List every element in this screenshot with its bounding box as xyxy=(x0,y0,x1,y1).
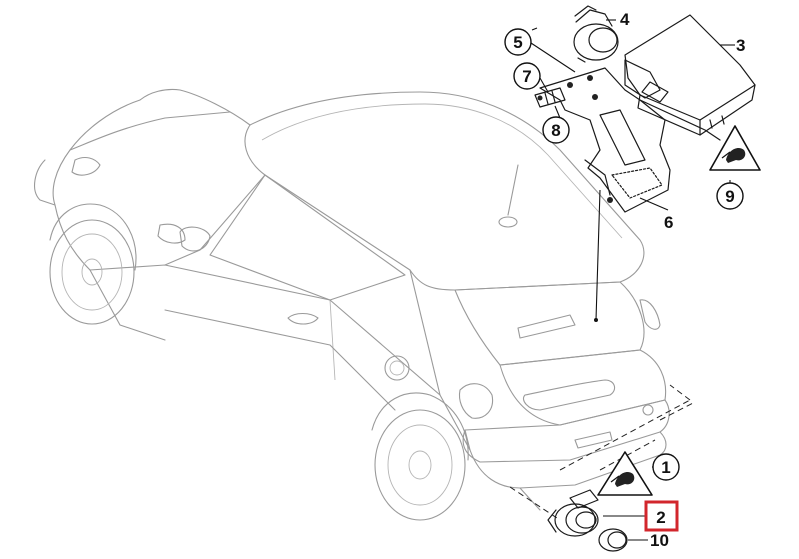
highlight-box xyxy=(644,500,679,532)
callout-4: 4 xyxy=(620,10,630,29)
callout-label-3: 3 xyxy=(736,36,745,55)
callout-label-2: 2 xyxy=(656,508,665,527)
car-body-outline xyxy=(34,88,670,521)
warning-label-triangle-1 xyxy=(597,451,653,496)
callout-label-1: 1 xyxy=(661,458,670,477)
callout-6: 6 xyxy=(664,213,673,232)
callout-label-10: 10 xyxy=(650,531,669,550)
leader-lines xyxy=(530,19,735,541)
callout-label-6: 6 xyxy=(664,213,673,232)
leader-dot xyxy=(594,318,598,322)
warning-label-triangle-9 xyxy=(709,125,761,171)
callout-8: 8 xyxy=(542,116,570,144)
callout-5: 5 xyxy=(504,28,532,56)
callout-10: 10 xyxy=(650,531,669,550)
callout-7: 7 xyxy=(513,62,541,90)
callout-label-5: 5 xyxy=(513,33,522,52)
callout-3: 3 xyxy=(736,36,745,55)
ultrasonic-sensor xyxy=(547,489,599,537)
callout-9: 9 xyxy=(716,182,744,210)
sensor-mounting-ring xyxy=(598,528,628,552)
leader-module-to-car xyxy=(595,189,601,321)
callout-label-7: 7 xyxy=(522,67,531,86)
mounting-clip xyxy=(534,87,566,108)
callout-label-9: 9 xyxy=(725,187,734,206)
callout-2-highlighted: 2 xyxy=(644,500,679,532)
callout-1: 1 xyxy=(652,453,680,481)
warning-buzzer xyxy=(573,5,619,63)
callout-label-4: 4 xyxy=(620,10,630,29)
callout-label-8: 8 xyxy=(551,121,560,140)
sensor-path-dashed xyxy=(509,384,696,521)
park-distance-control-unit xyxy=(624,14,756,141)
